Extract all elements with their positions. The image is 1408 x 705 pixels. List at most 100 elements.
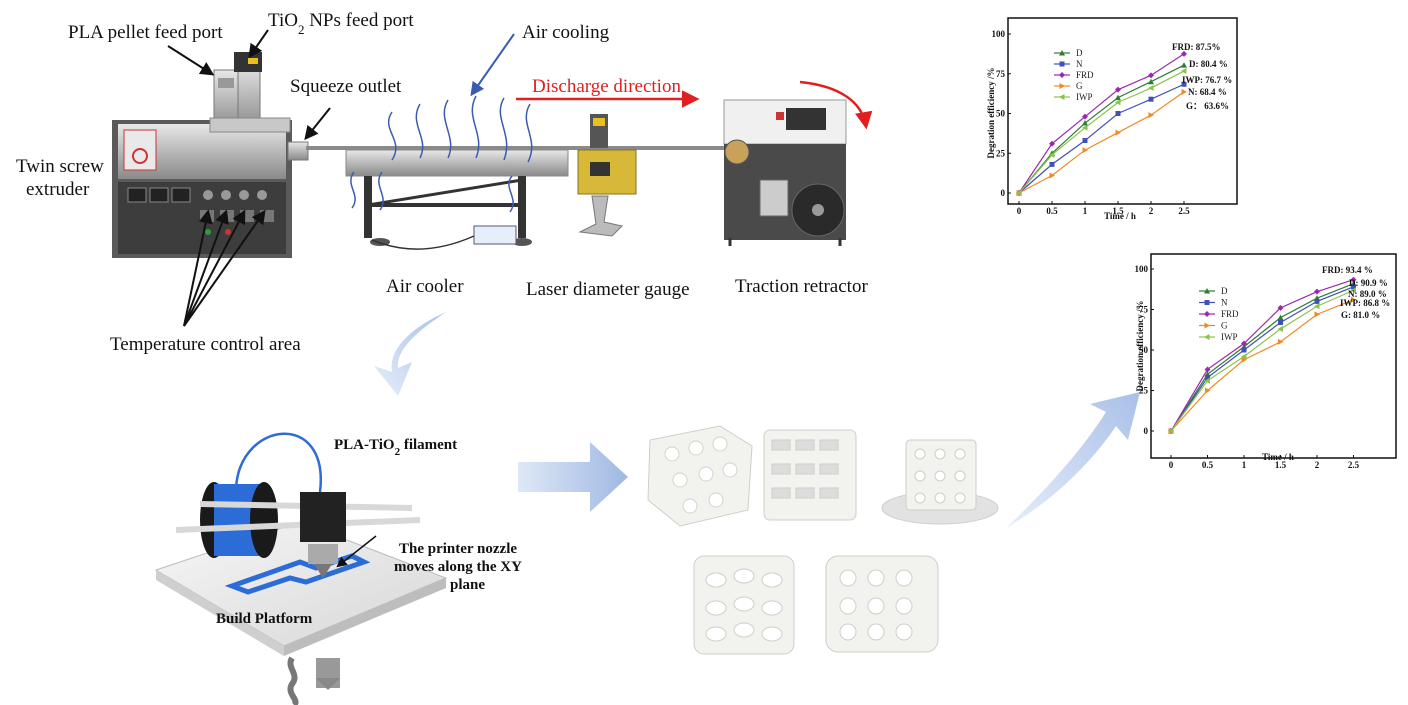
x-tick-label: 1 (1242, 460, 1247, 470)
y-tick-label: 75 (996, 69, 1006, 79)
sample-frd (881, 439, 999, 525)
extruder-barrel (287, 141, 725, 161)
data-point-n (1049, 161, 1055, 167)
temperature-control-label: Temperature control area (110, 334, 301, 355)
legend-label: G (1221, 321, 1228, 331)
data-point-iwp (1049, 151, 1055, 158)
x-tick-label: 1.5 (1112, 206, 1124, 216)
laser-gauge-label: Laser diameter gauge (526, 279, 690, 300)
y-tick-label: 100 (1135, 264, 1149, 274)
data-point-g (1049, 172, 1055, 179)
sample-iwp (825, 555, 939, 653)
x-axis-title: Time / h (1104, 211, 1136, 221)
data-point-iwp (1082, 124, 1088, 131)
data-point-d (1082, 120, 1088, 126)
legend-label: D (1076, 48, 1083, 58)
data-point-iwp (1168, 428, 1174, 434)
value-annotation: D: 90.9 % (1349, 278, 1388, 288)
data-point-g (1314, 311, 1320, 318)
data-point-n (1351, 284, 1356, 290)
x-tick-label: 0 (1017, 206, 1022, 216)
data-point-g (1205, 387, 1211, 394)
legend-marker (1059, 50, 1065, 56)
legend-marker (1059, 83, 1065, 89)
legend-label: D (1221, 286, 1228, 296)
data-point-frd (1350, 276, 1357, 283)
y-tick-label: 50 (996, 109, 1006, 119)
tio2-feed-pointer (248, 29, 269, 59)
air-cooler-label: Air cooler (386, 276, 464, 297)
data-point-frd (1181, 50, 1187, 57)
y-tick-label: 100 (992, 29, 1006, 39)
discharge-direction-label: Discharge direction (532, 76, 681, 97)
series-line-d (1170, 283, 1354, 432)
traction-retractor-label: Traction retractor (735, 276, 868, 297)
y-axis-title: Degration efficiency /% (1135, 301, 1145, 392)
x-tick-label: 1 (1083, 206, 1088, 216)
x-tick-label: 0 (1169, 460, 1174, 470)
legend-label: IWP (1076, 92, 1093, 102)
rotation-arrow (799, 80, 873, 130)
data-point-g (1181, 88, 1187, 95)
data-point-n (1241, 347, 1247, 353)
3d-printer (154, 432, 448, 705)
value-annotation: G： 63.6% (1186, 101, 1229, 111)
sample-g (693, 555, 795, 655)
flow-arrow-curve-up (1006, 392, 1140, 528)
legend-label: FRD (1076, 70, 1094, 80)
series-line-frd (1170, 279, 1354, 432)
data-point-iwp (1241, 353, 1247, 360)
data-point-n (1082, 138, 1088, 144)
legend-marker (1059, 61, 1065, 67)
data-point-n (1278, 319, 1283, 325)
y-tick-label: 50 (1139, 345, 1149, 355)
air-cooler (345, 149, 569, 250)
legend-label: N (1076, 59, 1083, 69)
data-point-d (1181, 62, 1187, 68)
pla-feed-label: PLA pellet feed port (68, 22, 223, 43)
data-point-iwp (1115, 99, 1121, 106)
pla-feed-pointer (167, 45, 215, 76)
x-tick-label: 2.5 (1178, 206, 1190, 216)
traction-retractor (723, 99, 847, 246)
nozzle-label-3: plane (450, 577, 485, 593)
value-annotation: N: 89.0 % (1348, 289, 1387, 299)
data-point-g (1351, 296, 1357, 303)
y-tick-label: 0 (1001, 188, 1006, 198)
flow-arrow-curve-down (374, 312, 446, 396)
data-point-d (1115, 94, 1121, 101)
data-point-frd (1049, 140, 1055, 147)
data-point-frd (1241, 340, 1247, 347)
y-tick-label: 0 (1144, 426, 1149, 436)
feed-hoppers (209, 52, 291, 133)
series-line-frd (1018, 53, 1185, 194)
legend-marker (1204, 300, 1210, 305)
legend-marker (1204, 334, 1210, 340)
x-tick-label: 2 (1149, 206, 1154, 216)
data-point-frd (1115, 86, 1121, 93)
legend-marker (1059, 72, 1065, 78)
filament-label: PLA-TiO2 filament (334, 437, 457, 458)
air-cooling-pointer (470, 33, 515, 97)
value-annotation: N: 68.4 % (1188, 87, 1227, 97)
legend-label: N (1221, 298, 1228, 308)
data-point-n (1205, 375, 1210, 381)
laser-diameter-gauge (577, 114, 637, 237)
data-point-iwp (1016, 190, 1022, 196)
value-annotation: G: 81.0 % (1341, 310, 1380, 320)
x-tick-label: 0.5 (1202, 460, 1214, 470)
value-annotation: IWP: 76.7 % (1182, 75, 1232, 85)
series-line-n (1018, 83, 1185, 194)
data-point-iwp (1181, 68, 1187, 75)
series-line-g (1170, 299, 1354, 432)
x-tick-label: 0.5 (1046, 206, 1058, 216)
data-point-g (1115, 129, 1121, 136)
nozzle-label-2: moves along the XY (394, 559, 522, 575)
value-annotation: FRD: 87.5% (1172, 42, 1221, 52)
cooling-airflow-lines (350, 95, 533, 213)
data-point-n (1148, 96, 1154, 102)
data-point-g (1278, 338, 1284, 345)
